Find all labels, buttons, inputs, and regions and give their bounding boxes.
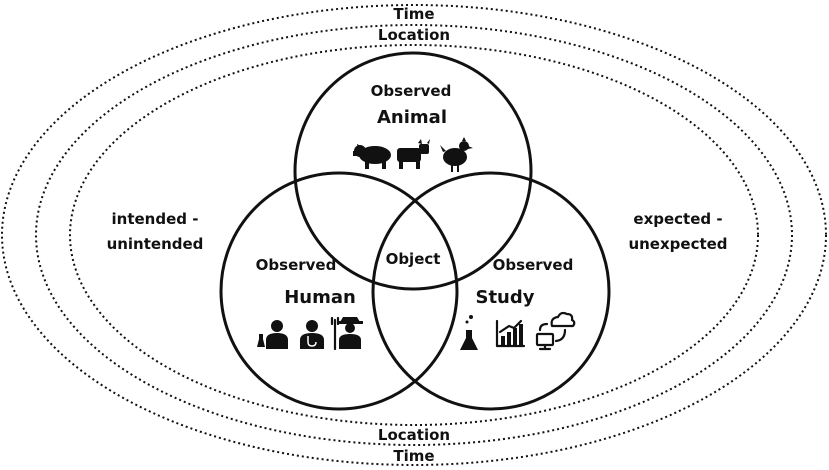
expected-label-line1: expected - [633,210,722,228]
scientist-icon [257,320,288,349]
animal-title: Animal [377,107,447,128]
intended-label-line2: unintended [107,235,204,253]
human-title: Human [284,287,356,308]
doctor-icon [300,320,324,349]
chicken-icon [440,137,473,172]
location-ring [35,24,793,446]
study-title: Study [475,287,534,308]
time-ring [1,4,827,466]
human-observed-label: Observed [256,256,337,274]
time-label-top: Time [393,5,434,23]
study-circle [371,171,611,411]
animal-observed-label: Observed [371,82,452,100]
bar-chart-icon [495,319,526,348]
inner-ring [69,44,759,426]
flask-icon [460,315,478,350]
cow-icon [397,139,430,169]
object-label: Object [386,250,441,268]
expected-label-line2: unexpected [628,235,727,253]
location-label-bottom: Location [378,426,450,444]
intended-label-line1: intended - [112,210,199,228]
study-observed-label: Observed [493,256,574,274]
farmer-icon [330,316,363,351]
location-label-top: Location [378,26,450,44]
time-label-bottom: Time [393,447,434,465]
animal-circle [293,51,533,291]
human-circle [219,171,459,411]
cloud-computer-icon [535,311,576,351]
pig-icon [353,144,391,169]
